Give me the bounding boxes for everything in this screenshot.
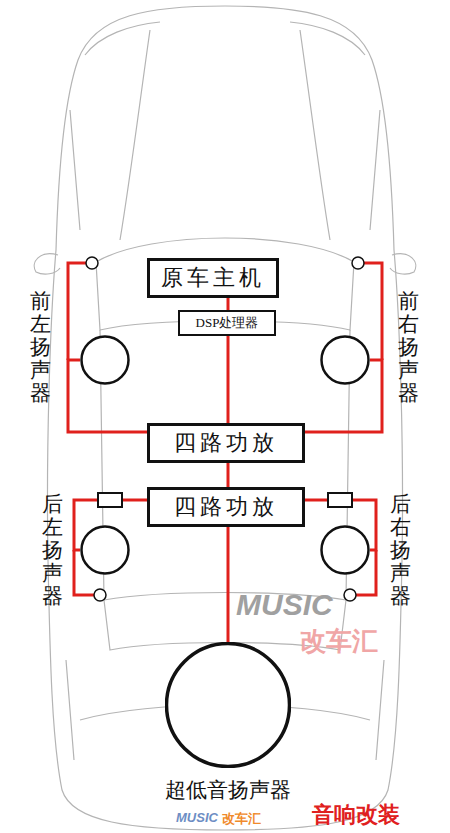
speaker-circle (80, 335, 130, 385)
box-label: 四路功放 (174, 492, 278, 522)
speaker-circle (80, 525, 130, 575)
watermark-text: MUSIC (236, 588, 333, 622)
signal-wire (227, 463, 230, 487)
speaker-label: 前左扬声器 (30, 290, 51, 405)
head-unit-box: 原车主机 (147, 258, 279, 298)
tweeter-symbol (94, 589, 106, 601)
speaker: 前左扬声器 (26, 290, 132, 425)
logo-text: 音响改装 (312, 800, 400, 830)
speaker-label: 前右扬声器 (398, 290, 419, 405)
signal-wire (227, 336, 230, 423)
speaker-cone (167, 644, 290, 767)
amplifier-box: 四路功放 (147, 487, 305, 527)
tweeter-symbol (344, 589, 356, 601)
speaker-cone (82, 337, 129, 384)
signal-wire (227, 298, 230, 310)
speaker-cone (322, 527, 369, 574)
speaker-circle (165, 642, 291, 768)
speaker-label: 后右扬声器 (390, 493, 411, 608)
tweeter-symbol (86, 257, 98, 269)
box-label: DSP处理器 (196, 314, 259, 332)
tweeter-wire (364, 263, 382, 360)
crossover-symbol (328, 493, 352, 507)
logo-text: 改车汇 (222, 810, 261, 828)
watermark-text: 改车汇 (300, 624, 378, 659)
speaker-label: 超低音扬声器 (165, 776, 291, 804)
processor-box: DSP处理器 (178, 310, 276, 336)
signal-wire (227, 527, 230, 642)
speaker: 后左扬声器 (40, 490, 132, 625)
speaker-cone (322, 337, 369, 384)
speaker-circle (320, 335, 370, 385)
speaker-circle (320, 525, 370, 575)
tweeter-symbol (352, 257, 364, 269)
subwoofer: 超低音扬声器 (150, 640, 306, 810)
speaker-label: 后左扬声器 (42, 493, 63, 608)
crossover-symbol (98, 493, 122, 507)
box-label: 四路功放 (174, 428, 278, 458)
speaker: 前右扬声器 (318, 290, 424, 425)
tweeter-wire (68, 263, 86, 360)
amplifier-box: 四路功放 (147, 423, 305, 463)
logo-text: MUSIC (176, 810, 218, 825)
speaker-cone (82, 527, 129, 574)
speaker: 后右扬声器 (318, 490, 418, 625)
box-label: 原车主机 (161, 263, 265, 293)
